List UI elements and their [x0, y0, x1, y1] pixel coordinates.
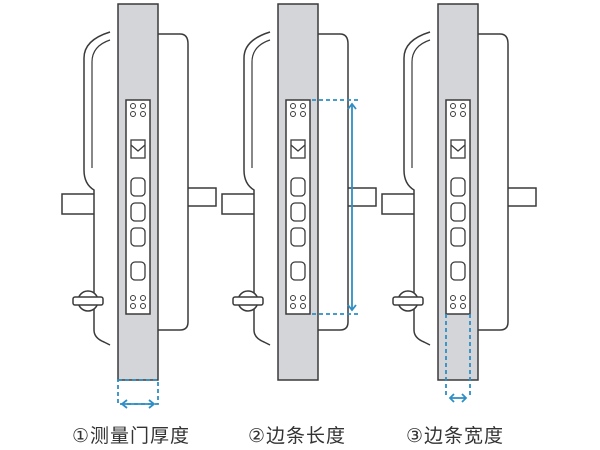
edge-strip-width-measure [445, 314, 471, 403]
lock-panel-1 [61, 3, 217, 409]
caption-edge-strip-length: ②边条长度 [248, 425, 347, 447]
edge-strip-length-measure [312, 99, 358, 315]
caption-door-thickness: ①测量门厚度 [72, 425, 191, 447]
lock-panel-2 [221, 3, 377, 381]
caption-edge-strip-width: ③边条宽度 [406, 425, 505, 447]
lock-panel-3 [381, 3, 537, 403]
door-thickness-measure [117, 379, 159, 409]
